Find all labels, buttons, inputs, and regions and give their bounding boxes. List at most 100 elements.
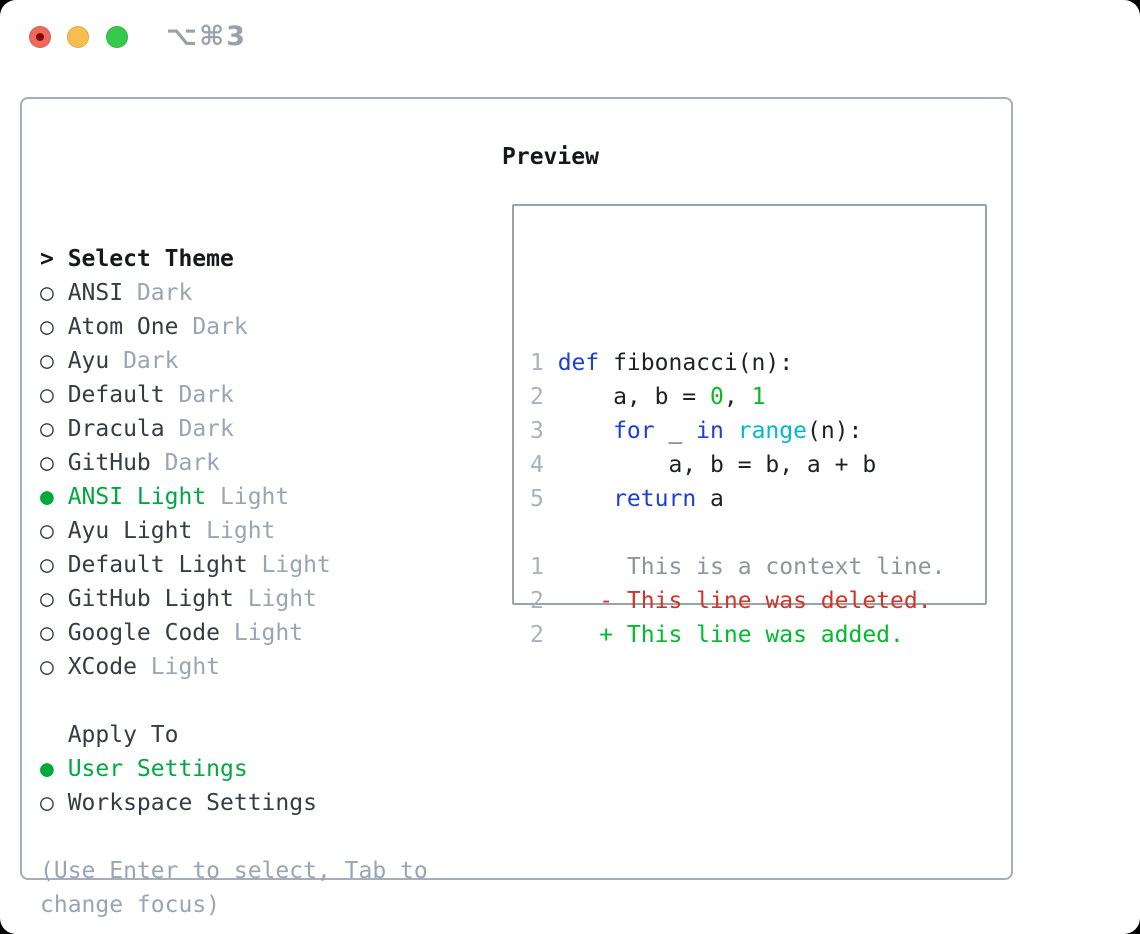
theme-option-label: Dracula [67, 416, 165, 442]
code-line: 2 + This line was added. [530, 618, 945, 652]
window-title: ⌥⌘3 [166, 21, 247, 52]
theme-variant-tag: Dark [123, 348, 179, 374]
theme-option[interactable]: ○ Ayu Light Light [40, 514, 428, 548]
code-line: 5 return a [530, 482, 945, 516]
theme-option-label: Default Light [67, 552, 248, 578]
theme-option-label: Google Code [67, 620, 221, 646]
code-token [558, 486, 613, 512]
radio-selected-icon: ● [40, 484, 54, 510]
code-token: a, b = b, a + b [557, 452, 877, 478]
code-token: (n): [806, 418, 863, 444]
code-token: a [696, 486, 724, 512]
code-line: 2 a, b = 0, 1 [530, 380, 945, 414]
line-number: 1 [530, 350, 544, 376]
code-line: 4 a, b = b, a + b [530, 448, 945, 482]
theme-list-header: > Select Theme [40, 242, 428, 276]
line-number: 5 [530, 486, 544, 512]
radio-unselected-icon: ○ [40, 552, 54, 578]
line-number: 3 [530, 418, 544, 444]
apply-option-label: Workspace Settings [67, 790, 317, 816]
code-line [530, 516, 945, 550]
spacer [40, 820, 428, 854]
theme-option-label: GitHub Light [67, 586, 234, 612]
apply-to-header-label: Apply To [67, 722, 179, 748]
theme-variant-tag: Light [247, 586, 317, 612]
theme-option[interactable]: ○ Google Code Light [40, 616, 428, 650]
code-line: 3 for _ in range(n): [530, 414, 945, 448]
theme-option-label: Ayu [67, 348, 110, 374]
theme-variant-tag: Light [233, 620, 304, 646]
help-text-line: change focus) [40, 892, 221, 918]
theme-variant-tag: Dark [178, 382, 234, 408]
apply-to-header: Apply To [40, 718, 428, 752]
theme-variant-tag: Light [150, 654, 221, 680]
title-bar: ⌥⌘3 [0, 0, 1140, 74]
radio-unselected-icon: ○ [40, 382, 54, 408]
line-number: 2 [530, 588, 544, 614]
theme-option[interactable]: ○ Atom One Dark [40, 310, 428, 344]
code-token: 0 [710, 384, 724, 410]
code-line: 2 - This line was deleted. [530, 584, 945, 618]
no-marker [40, 718, 68, 752]
radio-unselected-icon: ○ [40, 450, 54, 476]
theme-option-label: GitHub [67, 450, 151, 476]
apply-option[interactable]: ●User Settings [40, 752, 428, 786]
theme-variant-tag: Dark [192, 314, 248, 340]
theme-list-header-label: Select Theme [67, 246, 234, 272]
theme-variant-tag: Dark [136, 280, 193, 306]
radio-unselected-icon: ○ [40, 348, 54, 374]
radio-unselected-icon: ○ [40, 790, 54, 816]
theme-variant-tag: Light [206, 518, 276, 544]
spacer [40, 684, 428, 718]
theme-option[interactable]: ○ Default Dark [40, 378, 428, 412]
code-token: _ [654, 418, 697, 444]
theme-variant-tag: Dark [178, 416, 234, 442]
code-token: - This line was deleted. [557, 588, 932, 614]
radio-selected-icon: ● [40, 756, 54, 782]
code-token: def [557, 350, 600, 376]
code-token: return [613, 486, 697, 512]
radio-unselected-icon: ○ [40, 654, 54, 680]
code-token: for [613, 418, 655, 444]
theme-option-label: ANSI Light [67, 484, 207, 510]
code-token: range [737, 418, 807, 444]
theme-option[interactable]: ○ Dracula Dark [40, 412, 428, 446]
theme-option-label: Ayu Light [67, 518, 193, 544]
code-token: + This line was added. [557, 622, 904, 648]
line-number: 4 [530, 452, 544, 478]
theme-option[interactable]: ○ GitHub Light Light [40, 582, 428, 616]
theme-option[interactable]: ○ Ayu Dark [40, 344, 428, 378]
code-line: 1 This is a context line. [530, 550, 945, 584]
help-text-line: (Use Enter to select, Tab to [40, 858, 428, 884]
line-number: 2 [530, 622, 544, 648]
theme-option-label: Atom One [67, 314, 179, 340]
radio-unselected-icon: ○ [40, 314, 54, 340]
code-token: in [696, 418, 724, 444]
theme-option-label: Default [67, 382, 165, 408]
code-token: a, b = [557, 384, 711, 410]
radio-unselected-icon: ○ [40, 518, 54, 544]
cursor-icon: > [40, 246, 54, 272]
zoom-button-icon[interactable] [106, 26, 128, 48]
code-token: , [723, 384, 752, 410]
radio-unselected-icon: ○ [40, 620, 54, 646]
code-token [724, 418, 738, 444]
radio-unselected-icon: ○ [40, 586, 54, 612]
apply-option[interactable]: ○ Workspace Settings [40, 786, 428, 820]
close-button-icon[interactable] [29, 26, 51, 48]
radio-unselected-icon: ○ [40, 416, 54, 442]
line-number: 2 [530, 384, 544, 410]
theme-option-label: ANSI [67, 280, 124, 306]
line-number: 1 [530, 554, 544, 580]
minimize-button-icon[interactable] [67, 26, 89, 48]
